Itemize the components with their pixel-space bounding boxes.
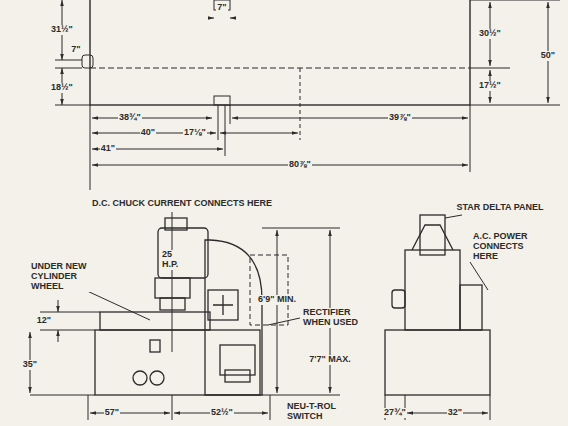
dimension: 35" [22,360,38,370]
note: RECTIFIER WHEN USED [302,308,366,328]
dimension: 7" [70,45,81,55]
dimension: 39⅞" [388,113,412,123]
leader-line [445,215,462,218]
dimension: 31½" [50,25,74,35]
floor-outline [90,0,470,105]
dimension: 30½" [478,29,502,39]
dimension: 41" [100,144,116,154]
dimension: 18½" [50,83,74,93]
note: STAR DELTA PANEL [456,203,545,213]
dimension: 7'7" MAX. [308,355,351,365]
dimension: 12" [36,316,52,326]
dimension: 40" [140,128,156,138]
dimension: 7" [216,3,227,13]
dimension: 50" [540,51,556,61]
raised-wheelhead [250,255,288,325]
motor-label: 25 H.P. [161,250,187,270]
dimension: 80⅞" [288,160,312,170]
leader-line [172,212,173,352]
dimension: 17½" [478,81,502,91]
leader-line [268,318,300,325]
note: NEU-T-ROL SWITCH [286,402,348,422]
leader-line [470,262,488,290]
connection-notch [214,96,230,105]
center-line [90,68,470,69]
dimension: 52½" [210,408,234,418]
connection-notch [82,55,93,68]
dimension: 6'9" MIN. [257,295,297,305]
note: A.C. POWER CONNECTS HERE [472,232,532,262]
dimension: 27¾" [383,408,407,418]
dimension: 17⅛" [183,128,207,138]
note: D.C. CHUCK CURRENT CONNECTS HERE [91,199,273,209]
note: UNDER NEW CYLINDER WHEEL [30,262,90,292]
leader-line [85,290,150,320]
dimension: 57" [104,408,120,418]
dimension: 32" [447,408,463,418]
dimension: 38¾" [118,113,142,123]
